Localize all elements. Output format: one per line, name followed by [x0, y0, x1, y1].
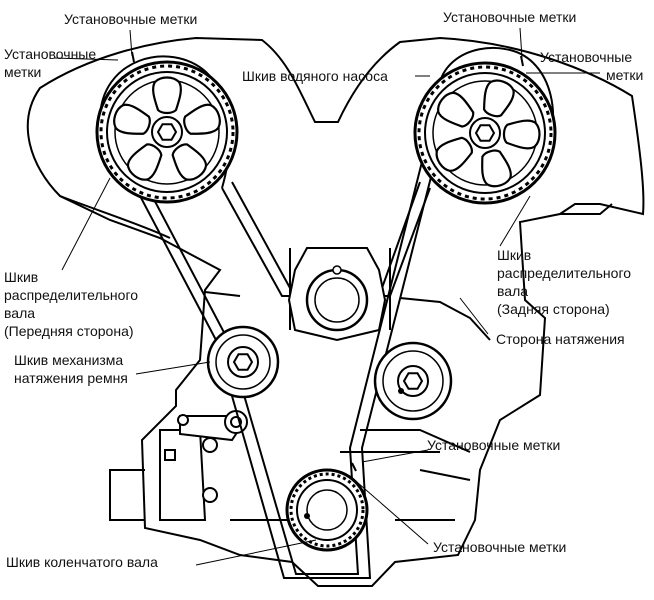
camshaft-sprocket-front	[95, 60, 239, 204]
label-camshaft-rear-line4: (Задняя сторона)	[497, 301, 610, 317]
label-camshaft-front-line3: вала	[4, 305, 36, 321]
label-timing-marks-right-line2: метки	[606, 67, 644, 83]
label-tension-side: Сторона натяжения	[496, 331, 625, 347]
label-camshaft-rear-line2: распределительного	[497, 265, 632, 281]
crankshaft-sprocket	[285, 468, 369, 552]
label-timing-marks-lower-right: Установочные метки	[427, 437, 561, 453]
label-crankshaft-pulley: Шкив коленчатого вала	[6, 554, 158, 570]
label-timing-marks-right-line1: Установочные	[540, 49, 633, 65]
label-tensioner-line1: Шкив механизма	[14, 352, 124, 368]
label-timing-marks-top-left: Установочные метки	[64, 11, 198, 27]
belt-tensioner-pulley	[206, 325, 280, 399]
leader-lines	[53, 27, 600, 566]
label-camshaft-front-line2: распределительного	[4, 287, 139, 303]
label-camshaft-rear-line1: Шкив	[497, 247, 532, 263]
label-water-pump-pulley: Шкив водяного насоса	[242, 68, 388, 84]
timing-mark-notches	[131, 51, 524, 472]
tensioner-bracket	[159, 410, 248, 521]
engine-block-outline	[26, 36, 645, 587]
water-pump-pulley	[287, 247, 387, 342]
label-tensioner-line2: натяжения ремня	[14, 370, 128, 386]
label-timing-marks-top-right: Установочные метки	[443, 9, 577, 25]
label-timing-marks-bottom: Установочные метки	[433, 539, 567, 555]
label-camshaft-front-line1: Шкив	[4, 269, 39, 285]
label-timing-marks-left-line2: метки	[4, 64, 42, 80]
label-camshaft-front-line4: (Передняя сторона)	[4, 323, 134, 339]
idler-pulley	[373, 341, 453, 421]
camshaft-sprocket-rear	[413, 61, 557, 205]
label-timing-marks-left-line1: Установочные	[4, 46, 97, 62]
label-camshaft-rear-line3: вала	[497, 283, 529, 299]
